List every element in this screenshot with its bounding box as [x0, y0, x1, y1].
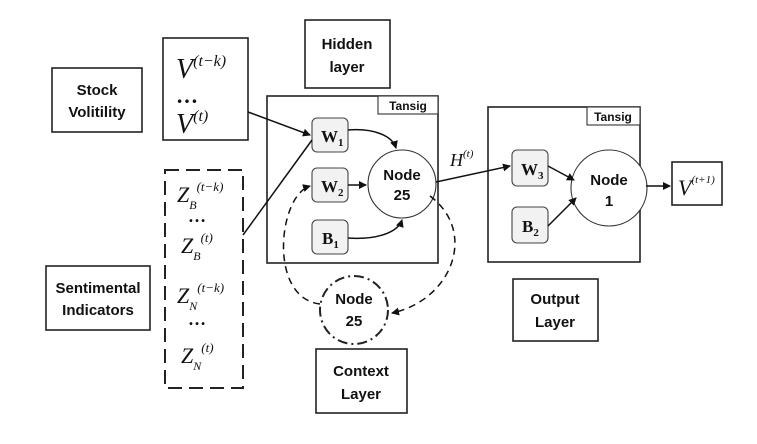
hidden-tansig-tab — [377, 95, 439, 115]
output-node-circle — [570, 149, 648, 227]
hidden-tansig-label: Tansig — [389, 99, 427, 113]
sentimental-indicators-label: Sentimental Indicators — [45, 265, 151, 331]
svg-text:Context: Context — [333, 363, 389, 380]
prediction-box: V(t+1) — [671, 161, 723, 206]
svg-text:Layer: Layer — [535, 314, 575, 331]
sentiment-input-box: ZB(t−k) … ZB(t) ZN(t−k) … ZN(t) — [164, 169, 244, 389]
w1-box — [311, 117, 349, 153]
stock-volatility-label: Stock Volitility — [51, 67, 143, 133]
hidden-layer-label: Hidden layer — [304, 19, 391, 89]
hidden-to-w3-arrow — [435, 163, 511, 183]
svg-text:Output: Output — [530, 291, 579, 308]
zn-t: ZN(t) — [181, 340, 214, 373]
v-t: V(t) — [176, 108, 208, 140]
zn-dots: … — [188, 309, 206, 329]
b1-box — [311, 219, 349, 255]
volatility-dots: … — [176, 83, 198, 108]
v-t-plus-1: V(t+1) — [678, 174, 715, 200]
b1-to-node-arrow — [347, 219, 404, 240]
svg-text:Stock: Stock — [77, 82, 119, 99]
zb-t-minus-k: ZB(t−k) — [177, 179, 223, 212]
output-node-count: 1 — [605, 193, 613, 210]
hidden-to-context-dashed-arrow — [391, 195, 456, 316]
hidden-node-count: 25 — [394, 187, 411, 204]
context-node-label: Node — [335, 291, 373, 308]
zb-dots: … — [188, 206, 206, 226]
w1-label: W1 — [321, 127, 344, 149]
svg-text:Hidden: Hidden — [322, 36, 373, 53]
zn-t-minus-k: ZN(t−k) — [177, 280, 224, 313]
b2-label: B2 — [522, 217, 539, 239]
output-layer-label: Output Layer — [512, 278, 599, 342]
b1-label: B1 — [322, 229, 339, 251]
sentiment-to-w1-line — [242, 139, 313, 236]
output-tansig-tab — [586, 106, 641, 126]
w3-box — [511, 149, 549, 187]
zb-t: ZB(t) — [181, 230, 213, 263]
v-t-minus-k: V(t−k) — [176, 53, 226, 85]
w2-label: W2 — [321, 177, 344, 199]
svg-text:layer: layer — [329, 59, 364, 76]
hidden-output-label: H(t) — [449, 148, 474, 170]
svg-text:Sentimental: Sentimental — [55, 280, 140, 297]
hidden-node-circle — [367, 149, 437, 219]
output-layer-box: Tansig W3 B2 Node 1 — [487, 106, 648, 263]
output-node-label: Node — [590, 172, 628, 189]
w3-to-node-arrow — [547, 165, 575, 181]
context-node-count: 25 — [346, 313, 363, 330]
hidden-node-label: Node — [383, 167, 421, 184]
context-layer-label: Context Layer — [315, 348, 408, 414]
volatility-input-box: V(t−k) … V(t) — [162, 37, 249, 141]
w3-label: W3 — [521, 160, 544, 182]
output-tansig-label: Tansig — [594, 110, 632, 124]
w1-to-node-arrow — [347, 128, 398, 149]
context-node: Node 25 — [319, 275, 389, 345]
b2-to-node-arrow — [547, 197, 577, 227]
volatility-to-w1-arrow — [247, 111, 311, 137]
svg-text:Volitility: Volitility — [68, 104, 126, 121]
svg-text:Layer: Layer — [341, 386, 381, 403]
hidden-layer-box: Tansig W1 W2 B1 Node 25 — [266, 95, 439, 264]
svg-text:Indicators: Indicators — [62, 302, 134, 319]
context-to-w2-dashed-arrow — [282, 184, 321, 305]
